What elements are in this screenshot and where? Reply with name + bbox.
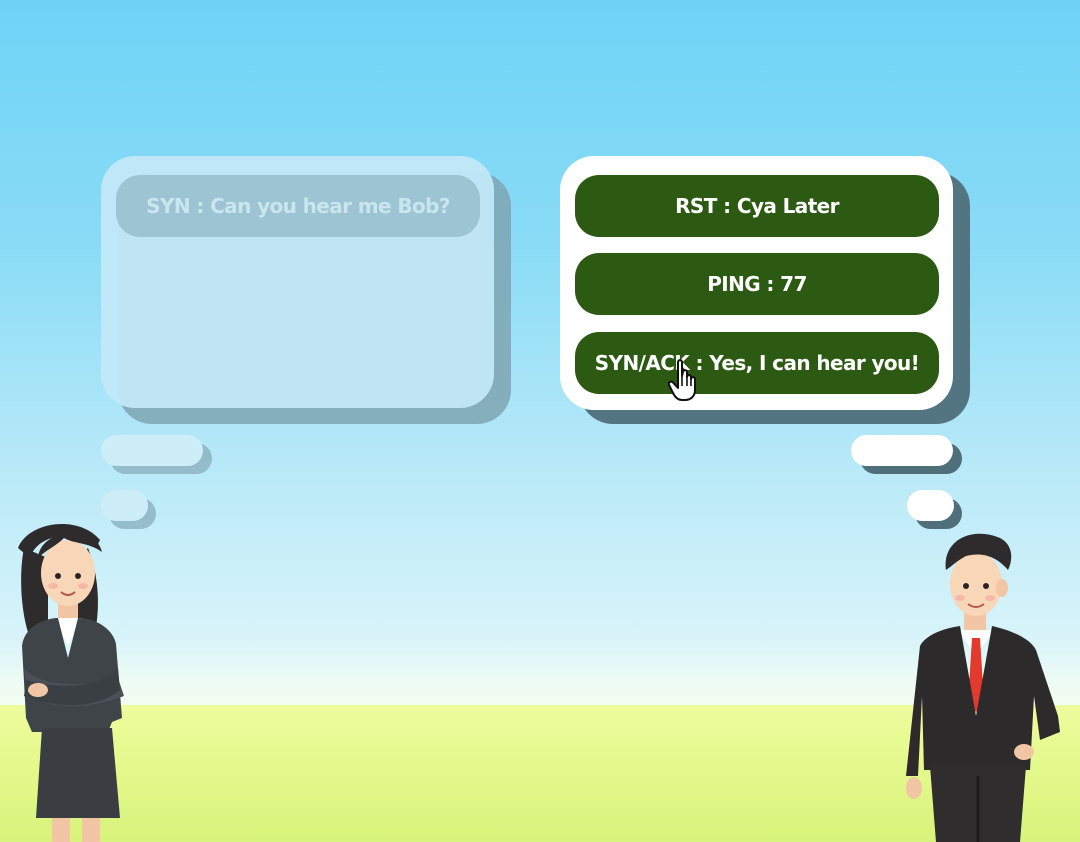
hand-pointer-icon (668, 359, 696, 401)
option-ping-button[interactable]: PING : 77 (575, 253, 939, 315)
grass-ground (0, 705, 1080, 842)
option-rst-button[interactable]: RST : Cya Later (575, 175, 939, 237)
right-thought-pill-small (907, 490, 954, 521)
bob-character (906, 533, 1060, 842)
option-synack-button[interactable]: SYN/ACK : Yes, I can hear you! (575, 332, 939, 394)
sent-message-syn: SYN : Can you hear me Bob? (116, 175, 480, 237)
left-thought-pill-small (101, 490, 148, 521)
horizon-glow (0, 640, 1080, 710)
right-thought-pill-large (851, 435, 953, 466)
alice-character (18, 524, 124, 842)
left-thought-pill-large (101, 435, 203, 466)
